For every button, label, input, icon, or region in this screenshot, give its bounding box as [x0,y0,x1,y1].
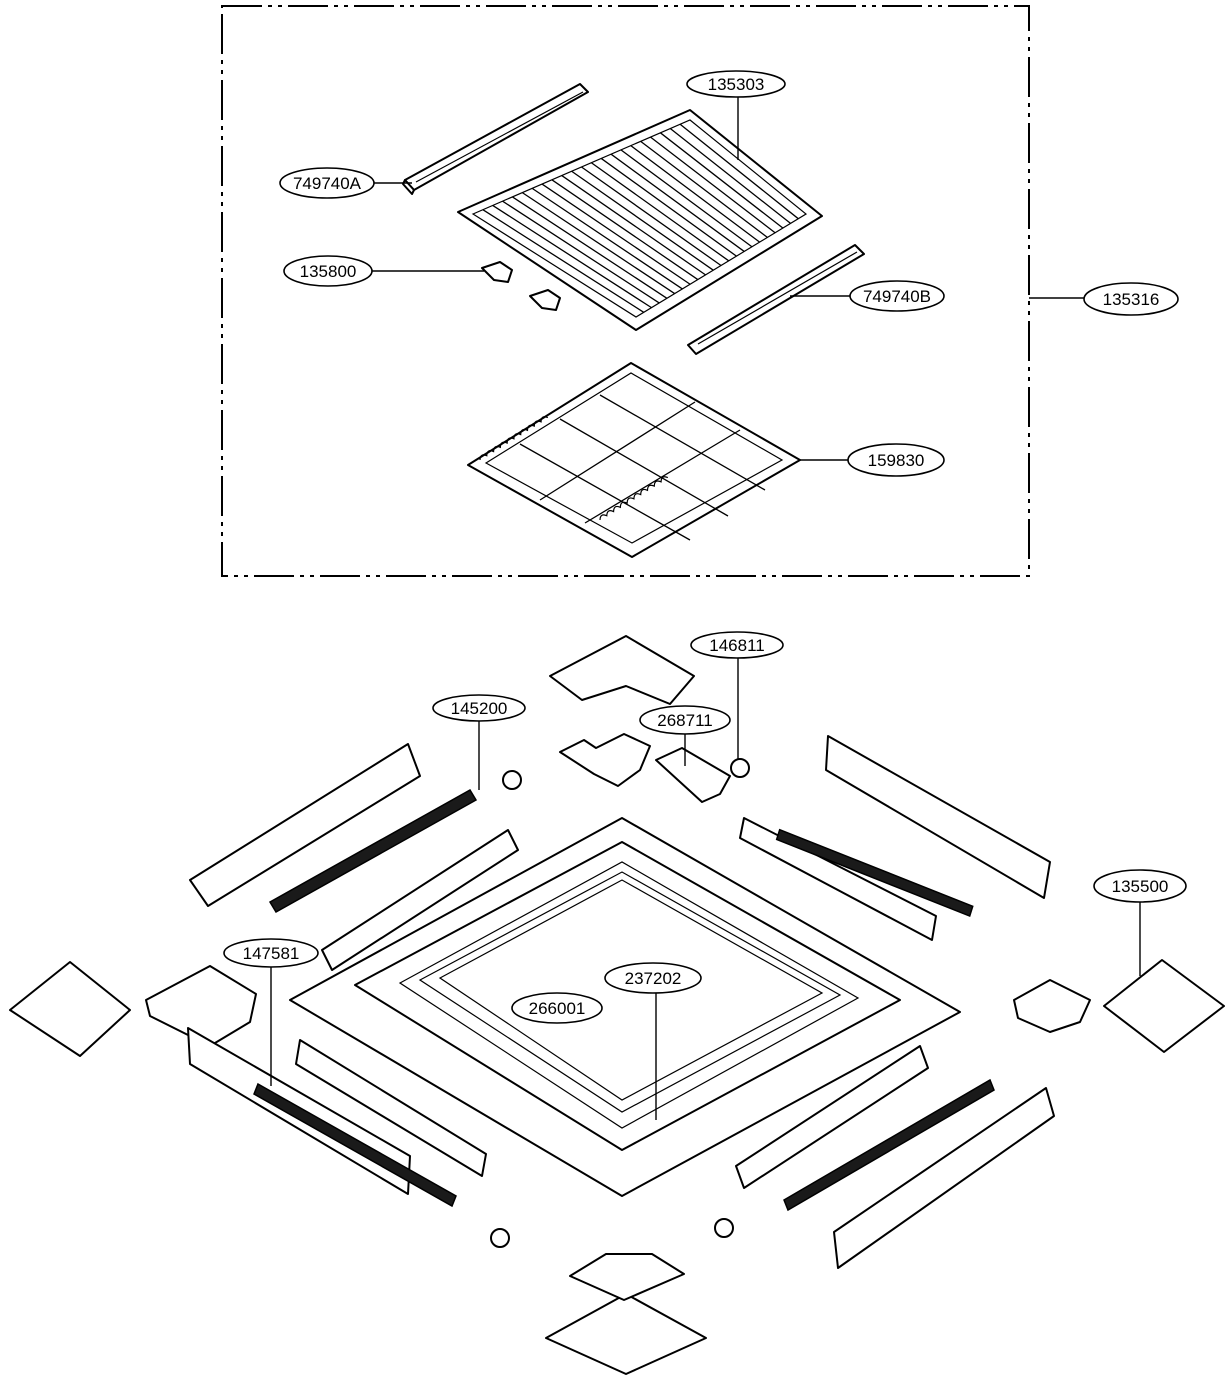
corner-cover-top [549,635,695,705]
louver-lower-right [735,1045,929,1189]
label-135303: 135303 [686,70,786,98]
grille-slat [650,136,776,234]
grille-slat [541,183,691,285]
label-749740b: 749740B [849,280,945,312]
grille-slat [600,157,737,257]
svg-text:159830: 159830 [868,451,925,470]
label-135500: 135500 [1093,869,1187,903]
label-268711: 268711 [639,705,731,735]
label-159830: 159830 [847,443,945,477]
corner-cover-bottom [545,1293,707,1375]
hinge-clips [481,261,561,311]
leader-lines [270,97,1141,1120]
svg-text:135500: 135500 [1112,877,1169,896]
label-266001: 266001 [511,992,603,1024]
grille-slat [521,192,675,295]
grille-slat [660,132,784,229]
panel-frame [289,817,961,1197]
filter-grille [457,109,823,331]
guide-rail-b [687,244,865,355]
grille-slat [492,204,652,309]
corner-cover-right [1103,959,1225,1053]
grille-slat [502,200,660,304]
grille-slat [482,209,645,313]
label-135800: 135800 [283,255,373,287]
louver-rod-lower-right [783,1078,995,1212]
side-cover-lower-right [833,1087,1055,1269]
louver-upper-left [321,829,519,971]
svg-text:266001: 266001 [529,999,586,1018]
bracket-268711 [655,747,731,803]
grille-slat [512,196,668,299]
louver-rod-upper-left [268,788,478,914]
label-146811: 146811 [690,631,784,659]
grille-slat [630,145,761,243]
assembly-boundary [221,5,1030,577]
bracket-right [1013,979,1091,1033]
grille-slat [571,170,714,271]
grille-slat [620,149,753,248]
grille-slat [679,123,799,220]
label-147581: 147581 [223,938,319,968]
label-237202: 237202 [604,962,702,994]
grille-slat [610,153,745,252]
motor-lower-right [714,1218,734,1238]
grille-slat [551,179,699,281]
side-cover-upper-left [189,743,421,907]
air-filter [467,362,801,558]
louver-upper-right [739,817,937,941]
bracket-bottom [569,1253,685,1301]
motor-145200 [502,770,522,790]
grille-slat [669,128,791,224]
grille-slat [640,140,768,238]
corner-cover-left [9,961,131,1057]
svg-text:135316: 135316 [1103,290,1160,309]
louver-rod-upper-right [775,828,974,918]
svg-text:268711: 268711 [657,711,712,730]
svg-text:145200: 145200 [451,699,508,718]
louver-rod-lower-left [253,1082,457,1208]
side-cover-upper-right [825,735,1051,899]
label-135316: 135316 [1083,282,1179,316]
motor-lower-left [490,1228,510,1248]
louver-lower-left [295,1039,487,1177]
svg-text:135800: 135800 [300,262,357,281]
grille-slat [531,187,683,290]
svg-text:146811: 146811 [709,636,764,655]
svg-text:147581: 147581 [243,944,300,963]
motor-146811 [730,758,750,778]
bracket-left [145,965,257,1047]
bracket-top [559,733,651,787]
grille-slat [581,166,722,267]
svg-text:749740A: 749740A [293,174,362,193]
svg-text:237202: 237202 [625,969,682,988]
svg-text:135303: 135303 [708,75,765,94]
grille-slat [590,162,730,262]
label-749740a: 749740A [279,167,375,199]
grille-slat [561,175,706,276]
svg-text:749740B: 749740B [863,287,931,306]
label-145200: 145200 [432,694,526,722]
